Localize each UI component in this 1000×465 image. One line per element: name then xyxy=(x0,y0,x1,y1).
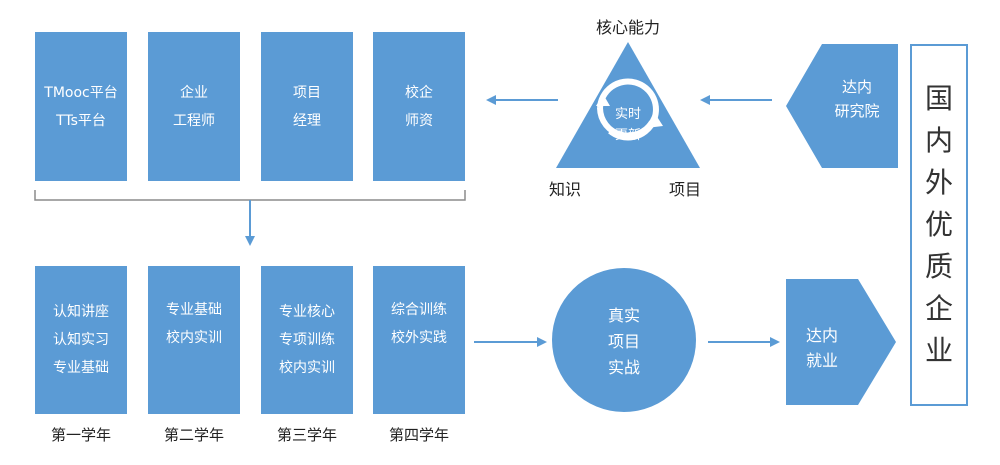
box-line: TTs平台 xyxy=(56,112,106,129)
enterprise-char: 业 xyxy=(924,334,953,367)
enterprise-char: 企 xyxy=(924,292,953,325)
box-line: 企业 xyxy=(180,84,208,101)
year-label-4: 第四学年 xyxy=(388,426,449,444)
box-line: 专业基础 xyxy=(53,360,109,376)
box-line: 师资 xyxy=(405,112,433,129)
triangle-inner-line-2: 更新 xyxy=(614,128,641,143)
enterprise-char: 优 xyxy=(924,208,953,241)
box-line: 专项训练 xyxy=(279,332,335,348)
year-box-3: 专业核心 专项训练 校内实训 xyxy=(261,266,353,414)
year-box-2: 专业基础 校内实训 xyxy=(148,266,240,414)
box-line: 校内实训 xyxy=(279,360,335,376)
real-project-circle xyxy=(552,268,696,412)
triangle-project-label: 项目 xyxy=(668,180,701,199)
box-line: 校内实训 xyxy=(166,330,222,346)
employment-shape xyxy=(786,279,896,405)
year-label-1: 第一学年 xyxy=(50,426,111,444)
core-ability-title: 核心能力 xyxy=(595,18,660,37)
top-group-bracket xyxy=(34,190,466,201)
employment-line-1: 达内 xyxy=(805,326,838,345)
box-line: 校企 xyxy=(405,84,433,101)
box-line: TMooc平台 xyxy=(44,84,118,101)
top-box-project-manager: 项目 经理 xyxy=(261,32,353,181)
box-line: 综合训练 xyxy=(391,302,447,318)
box-line: 专业基础 xyxy=(166,302,222,318)
research-institute-shape xyxy=(786,44,898,168)
box-line: 工程师 xyxy=(173,112,215,129)
refresh-cycle-icon xyxy=(596,78,663,141)
circle-line-2: 项目 xyxy=(607,332,640,351)
employment-line-2: 就业 xyxy=(805,351,838,370)
year-box-4: 综合训练 校外实践 xyxy=(373,266,465,414)
enterprise-char: 质 xyxy=(924,250,953,283)
enterprise-box: 国 内 外 优 质 企 业 xyxy=(910,44,968,406)
research-line-1: 达内 xyxy=(841,78,872,96)
year-label-3: 第三学年 xyxy=(276,426,337,444)
enterprise-char: 外 xyxy=(924,166,953,199)
box-line: 认知实习 xyxy=(53,332,109,348)
box-line: 专业核心 xyxy=(279,304,335,320)
triangle-knowledge-label: 知识 xyxy=(548,180,581,199)
box-line: 项目 xyxy=(293,84,321,101)
box-line: 认知讲座 xyxy=(53,304,109,320)
box-line: 经理 xyxy=(293,112,321,129)
circle-line-1: 真实 xyxy=(607,306,640,325)
enterprise-char: 国 xyxy=(924,82,953,115)
top-box-faculty: 校企 师资 xyxy=(373,32,465,181)
research-line-2: 研究院 xyxy=(834,102,880,120)
box-line: 校外实践 xyxy=(391,330,447,346)
year-box-1: 认知讲座 认知实习 专业基础 xyxy=(35,266,127,414)
top-box-tmooc: TMooc平台 TTs平台 xyxy=(35,32,127,181)
circle-line-3: 实战 xyxy=(607,358,640,377)
enterprise-char: 内 xyxy=(924,124,953,157)
triangle-inner-line-1: 实时 xyxy=(614,107,641,122)
core-ability-triangle xyxy=(556,42,700,168)
top-box-engineer: 企业 工程师 xyxy=(148,32,240,181)
year-label-2: 第二学年 xyxy=(163,426,224,444)
